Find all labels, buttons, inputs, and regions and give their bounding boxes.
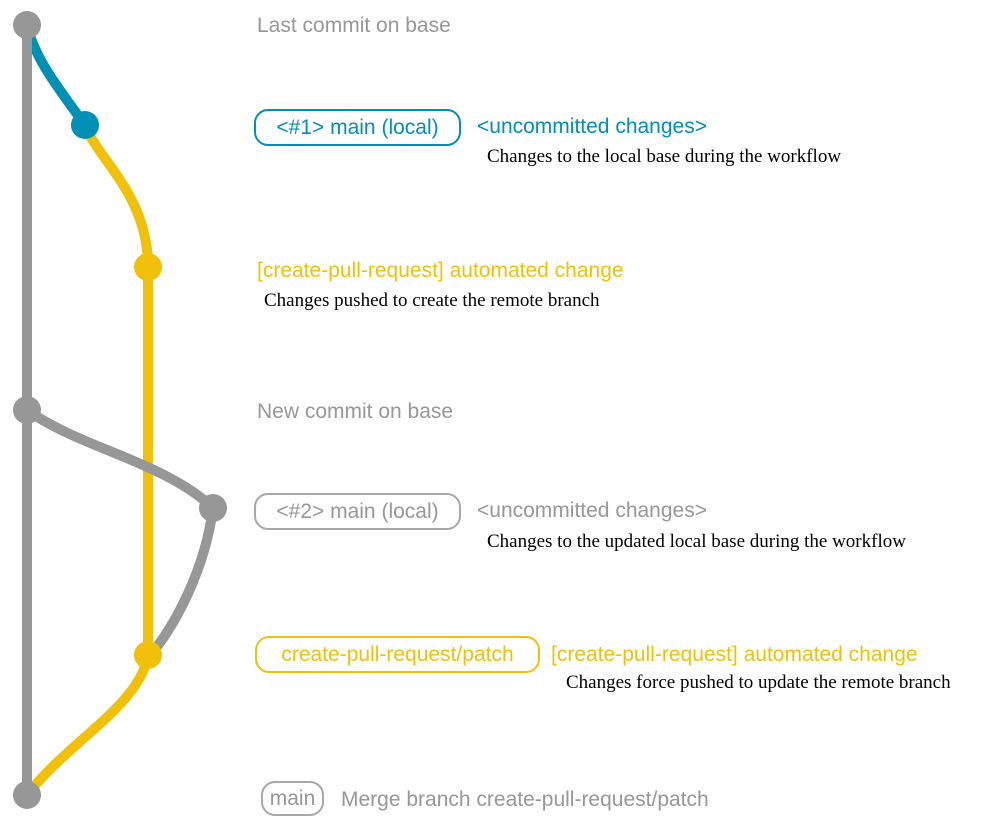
note-force-pushed-update: Changes force pushed to update the remot… [566,672,951,693]
merge-line [23,653,153,799]
note-local-base-changes: Changes to the local base during the wor… [487,146,842,167]
branch-badge-main: main [261,781,324,816]
git-graph [13,11,227,809]
commit-dot-patch-1 [134,253,162,281]
branch-badge-patch-label: create-pull-request/patch [281,643,514,666]
commit-dot-patch-2 [134,641,162,669]
note-updated-local-base-changes: Changes to the updated local base during… [487,531,906,552]
branch-badge-main-local-2-label: <#2> main (local) [276,500,439,523]
note-pushed-create-branch: Changes pushed to create the remote bran… [264,290,600,311]
branch-badge-main-label: main [269,787,316,810]
branch-badge-main-local-1: <#1> main (local) [254,109,461,146]
commit-dot-merge [13,781,41,809]
patch-branch-line [80,123,153,655]
branch-badge-patch: create-pull-request/patch [255,636,540,673]
commit-dot-last-base [13,11,41,39]
commit-message-automated-2: [create-pull-request] automated change [551,643,918,666]
last-commit-heading: Last commit on base [257,14,451,37]
commit-dot-local-main-2 [199,494,227,522]
commit-dot-new-base [13,396,41,424]
commit-message-automated-1: [create-pull-request] automated change [257,259,624,282]
new-commit-heading: New commit on base [257,400,454,423]
commit-message-uncommitted-1: <uncommitted changes> [477,115,707,138]
commit-message-merge: Merge branch create-pull-request/patch [341,788,709,811]
local-main-branch-line [22,23,90,128]
branch-badge-main-local-2: <#2> main (local) [254,493,461,530]
commit-message-uncommitted-2: <uncommitted changes> [477,499,707,522]
updated-local-branch-line [24,405,219,657]
branch-badge-main-local-1-label: <#1> main (local) [276,116,439,139]
commit-dot-local-main-1 [71,111,99,139]
